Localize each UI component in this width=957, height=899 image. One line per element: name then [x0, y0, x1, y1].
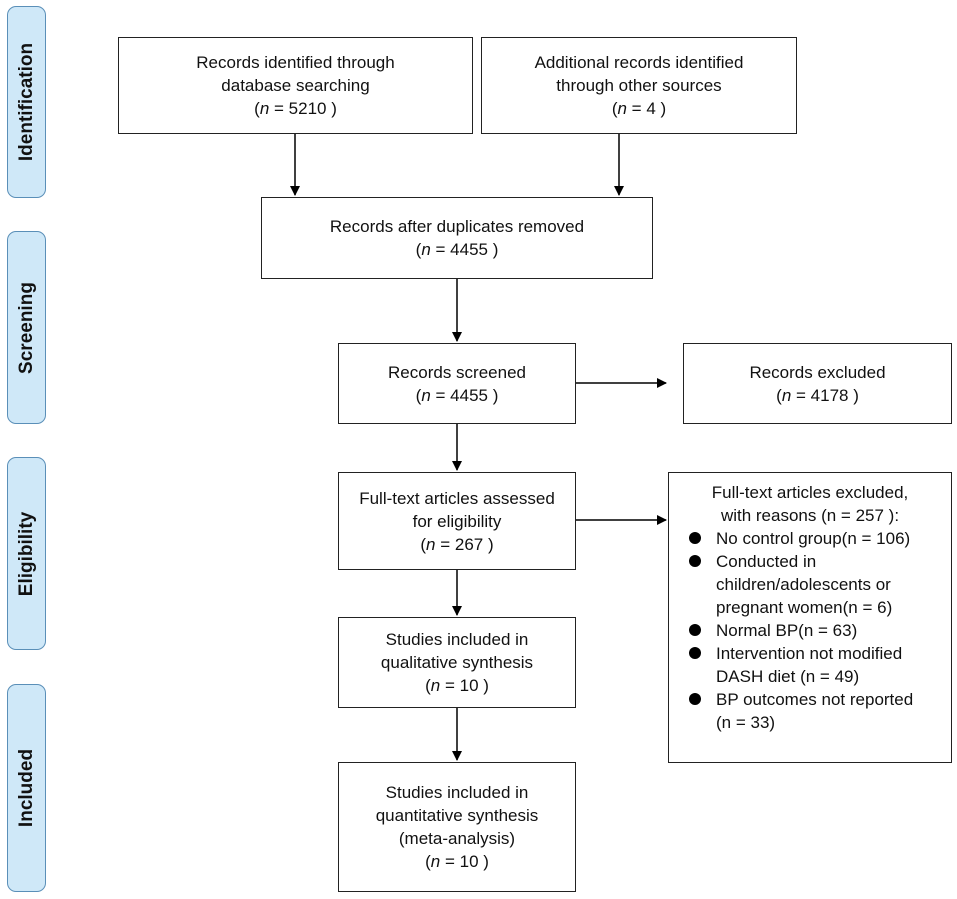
box-text: Records excluded [749, 362, 886, 382]
box-text: quantitative synthesis [375, 806, 539, 825]
phase-screening: Screening [7, 231, 46, 424]
exclusion-reason: Intervention not modified DASH diet (n =… [679, 642, 941, 688]
bullet-icon [689, 624, 701, 636]
box-text: Records screened [388, 362, 526, 382]
exclusion-reason: Conducted in children/adolescents or pre… [679, 550, 941, 619]
box-text: Records after duplicates removed [329, 217, 585, 236]
box-count: (n = 267 ) [420, 534, 494, 554]
phase-label-included: Included [15, 748, 37, 828]
bullet-icon [689, 555, 701, 567]
excluded-heading-line: with reasons (n = 257 ): [720, 506, 900, 525]
box-text: for eligibility [412, 511, 502, 531]
box-records-other-sources: Additional records identified through ot… [481, 37, 797, 134]
box-count: (n = 4455 ) [415, 385, 499, 405]
box-records-database: Records identified through database sear… [118, 37, 473, 134]
box-duplicates-removed: Records after duplicates removed (n = 44… [261, 197, 653, 279]
box-text: Studies included in [385, 783, 529, 802]
phase-label-eligibility: Eligibility [15, 511, 37, 596]
box-count: (n = 10 ) [425, 676, 489, 695]
box-count: (n = 4178 ) [776, 385, 859, 405]
box-text: database searching [221, 76, 370, 95]
box-text: Studies included in [385, 630, 529, 649]
phase-label-screening: Screening [15, 281, 37, 374]
exclusion-reasons-list: No control group(n = 106) Conducted in c… [679, 527, 941, 734]
box-count: (n = 4455 ) [415, 240, 499, 259]
bullet-icon [689, 693, 701, 705]
phase-eligibility: Eligibility [7, 457, 46, 650]
exclusion-reason: BP outcomes not reported (n = 33) [679, 688, 941, 734]
box-text: Records identified through [196, 53, 395, 72]
exclusion-reason: No control group(n = 106) [679, 527, 941, 550]
bullet-icon [689, 647, 701, 659]
box-text: Full-text articles assessed [359, 488, 555, 508]
phase-identification: Identification [7, 6, 46, 198]
box-text: (meta-analysis) [398, 829, 516, 848]
box-text: through other sources [556, 76, 722, 95]
box-records-excluded: Records excluded (n = 4178 ) [683, 343, 952, 424]
exclusion-reason: Normal BP(n = 63) [679, 619, 941, 642]
box-text: qualitative synthesis [380, 653, 534, 672]
excluded-heading-line: Full-text articles excluded, [711, 483, 909, 502]
box-text: Additional records identified [534, 53, 744, 72]
phase-included: Included [7, 684, 46, 892]
bullet-icon [689, 532, 701, 544]
box-quantitative-synthesis: Studies included in quantitative synthes… [338, 762, 576, 892]
box-count: (n = 5210 ) [254, 99, 337, 118]
box-records-screened: Records screened (n = 4455 ) [338, 343, 576, 424]
phase-label-identification: Identification [15, 42, 37, 162]
box-qualitative-synthesis: Studies included in qualitative synthesi… [338, 617, 576, 708]
box-count: (n = 10 ) [425, 852, 489, 871]
box-fulltext-excluded: Full-text articles excluded, with reason… [668, 472, 952, 763]
box-count: (n = 4 ) [611, 99, 667, 118]
box-fulltext-assessed: Full-text articles assessed for eligibil… [338, 472, 576, 570]
